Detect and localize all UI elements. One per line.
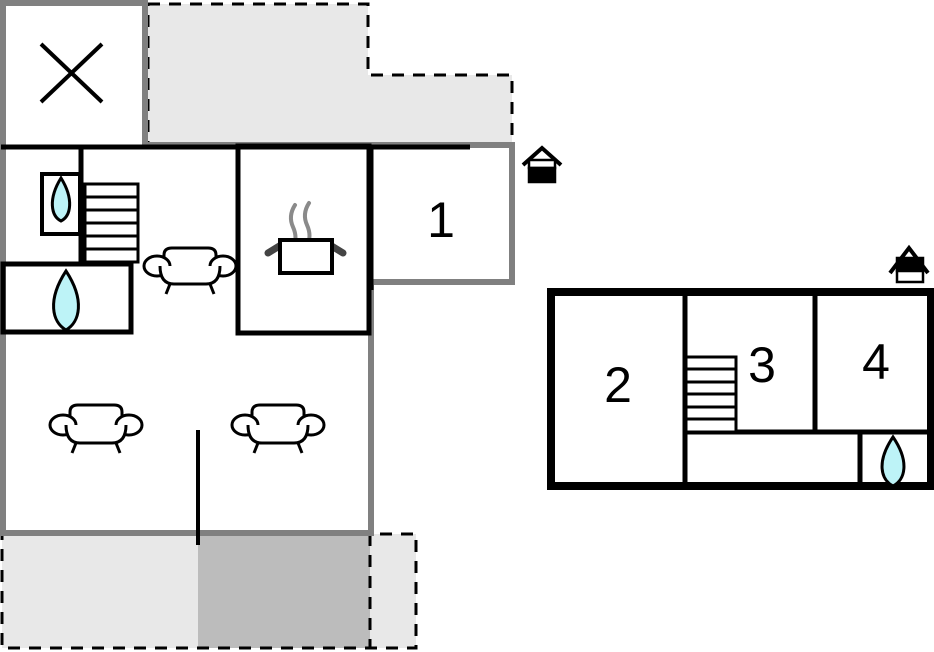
cross-icon <box>39 42 104 104</box>
house-entrance-icon-main <box>521 145 563 184</box>
main-building-interior-walls <box>0 143 470 545</box>
house-entrance-icon-second <box>888 244 930 284</box>
second-building-outline <box>547 288 934 490</box>
room-2-label: 2 <box>604 357 632 413</box>
terrace-group <box>0 2 514 650</box>
water-drop-icon-bath-right <box>880 434 906 488</box>
sofa-icon-2 <box>48 403 144 454</box>
room-1-label: 1 <box>427 192 455 248</box>
cooking-pot-icon <box>264 201 347 275</box>
terrace-bottom-right <box>370 534 416 648</box>
room-3-label: 3 <box>748 337 776 393</box>
second-stairs <box>684 355 738 434</box>
room-bath-upper-box <box>40 172 82 236</box>
main-stairs <box>83 182 140 264</box>
room-4-label: 4 <box>862 334 890 390</box>
terrace-top <box>146 2 514 147</box>
room-bath-lower-box <box>0 261 134 335</box>
terrace-bottom-left <box>2 534 198 648</box>
water-drop-icon-bath-upper <box>50 175 72 223</box>
sofa-icon-1 <box>142 246 238 295</box>
terrace-bottom-middle <box>198 534 370 648</box>
sofa-icon-3 <box>230 403 326 454</box>
water-drop-icon-bath-lower <box>52 268 80 332</box>
